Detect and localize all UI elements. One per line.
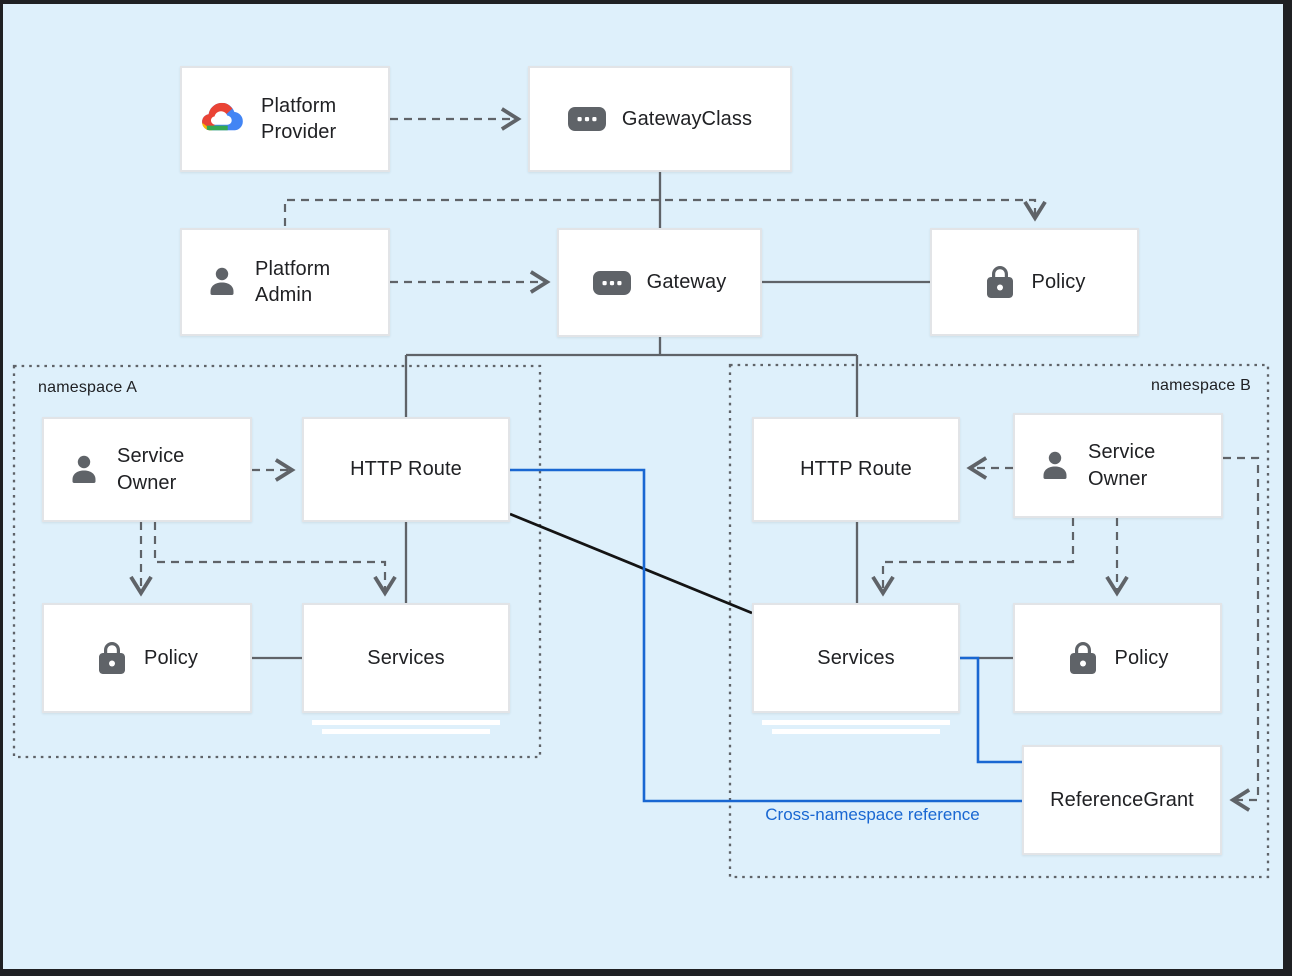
node-label: GatewayClass bbox=[621, 107, 753, 130]
node-label: Platform Provider bbox=[261, 94, 337, 143]
node-gateway: Gateway bbox=[557, 228, 762, 337]
google-cloud-logo-icon bbox=[199, 100, 245, 138]
person-icon bbox=[67, 453, 101, 487]
edge-httproute-a-to-services-b bbox=[509, 512, 753, 615]
namespace-a-border bbox=[12, 364, 542, 759]
node-service-owner-a: Service Owner bbox=[42, 417, 252, 522]
edge-owner-b-to-services-b bbox=[871, 518, 1075, 597]
lock-icon bbox=[984, 264, 1016, 300]
resource-badge-icon bbox=[592, 270, 631, 295]
services-a-stack-line-1 bbox=[312, 720, 500, 725]
namespace-b-label: namespace B bbox=[1150, 377, 1251, 394]
edge-gateway-to-httproutes bbox=[404, 337, 859, 417]
node-label: Service Owner bbox=[117, 445, 185, 494]
node-platform-provider: Platform Provider bbox=[180, 66, 390, 172]
node-policy-a: Policy bbox=[42, 603, 252, 713]
node-label: Policy bbox=[1114, 646, 1169, 669]
node-label: Policy bbox=[1031, 270, 1086, 293]
node-label: HTTP Route bbox=[800, 458, 912, 481]
cross-namespace-reference-label: Cross-namespace reference bbox=[765, 805, 980, 824]
services-b-stack-line-2 bbox=[772, 729, 940, 734]
node-label: Services bbox=[817, 646, 895, 669]
node-services-b: Services bbox=[752, 603, 960, 713]
node-label: Services bbox=[367, 646, 445, 669]
node-label: Service Owner bbox=[1088, 441, 1156, 490]
namespace-a-label: namespace A bbox=[38, 379, 138, 396]
node-label: ReferenceGrant bbox=[1050, 788, 1194, 811]
node-gateway-class: GatewayClass bbox=[528, 66, 792, 172]
services-b-stack-line-1 bbox=[762, 720, 950, 725]
node-label: HTTP Route bbox=[350, 458, 462, 481]
edge-admin-to-policy bbox=[283, 198, 1047, 226]
edge-owner-b-to-referencegrant bbox=[1223, 456, 1260, 812]
person-icon bbox=[205, 265, 239, 299]
node-platform-admin: Platform Admin bbox=[180, 228, 390, 336]
person-icon bbox=[1038, 449, 1072, 483]
edge-services-b-to-referencegrant bbox=[960, 656, 1022, 764]
lock-icon bbox=[1067, 640, 1099, 676]
edge-owner-a-to-services-a bbox=[153, 522, 397, 597]
lock-icon bbox=[96, 640, 128, 676]
node-service-owner-b: Service Owner bbox=[1013, 413, 1223, 518]
node-reference-grant: ReferenceGrant bbox=[1022, 745, 1222, 855]
resource-badge-icon bbox=[567, 107, 606, 131]
node-label: Gateway bbox=[646, 271, 727, 294]
node-policy-b: Policy bbox=[1013, 603, 1222, 713]
edge-cross-namespace-httproute-a-to-referencegrant bbox=[510, 468, 1022, 803]
node-http-route-b: HTTP Route bbox=[752, 417, 960, 522]
services-a-stack-line-2 bbox=[322, 729, 490, 734]
node-label: Platform Admin bbox=[255, 257, 331, 306]
node-http-route-a: HTTP Route bbox=[302, 417, 510, 522]
node-label: Policy bbox=[144, 646, 198, 669]
node-policy-top: Policy bbox=[930, 228, 1139, 336]
node-services-a: Services bbox=[302, 603, 510, 713]
